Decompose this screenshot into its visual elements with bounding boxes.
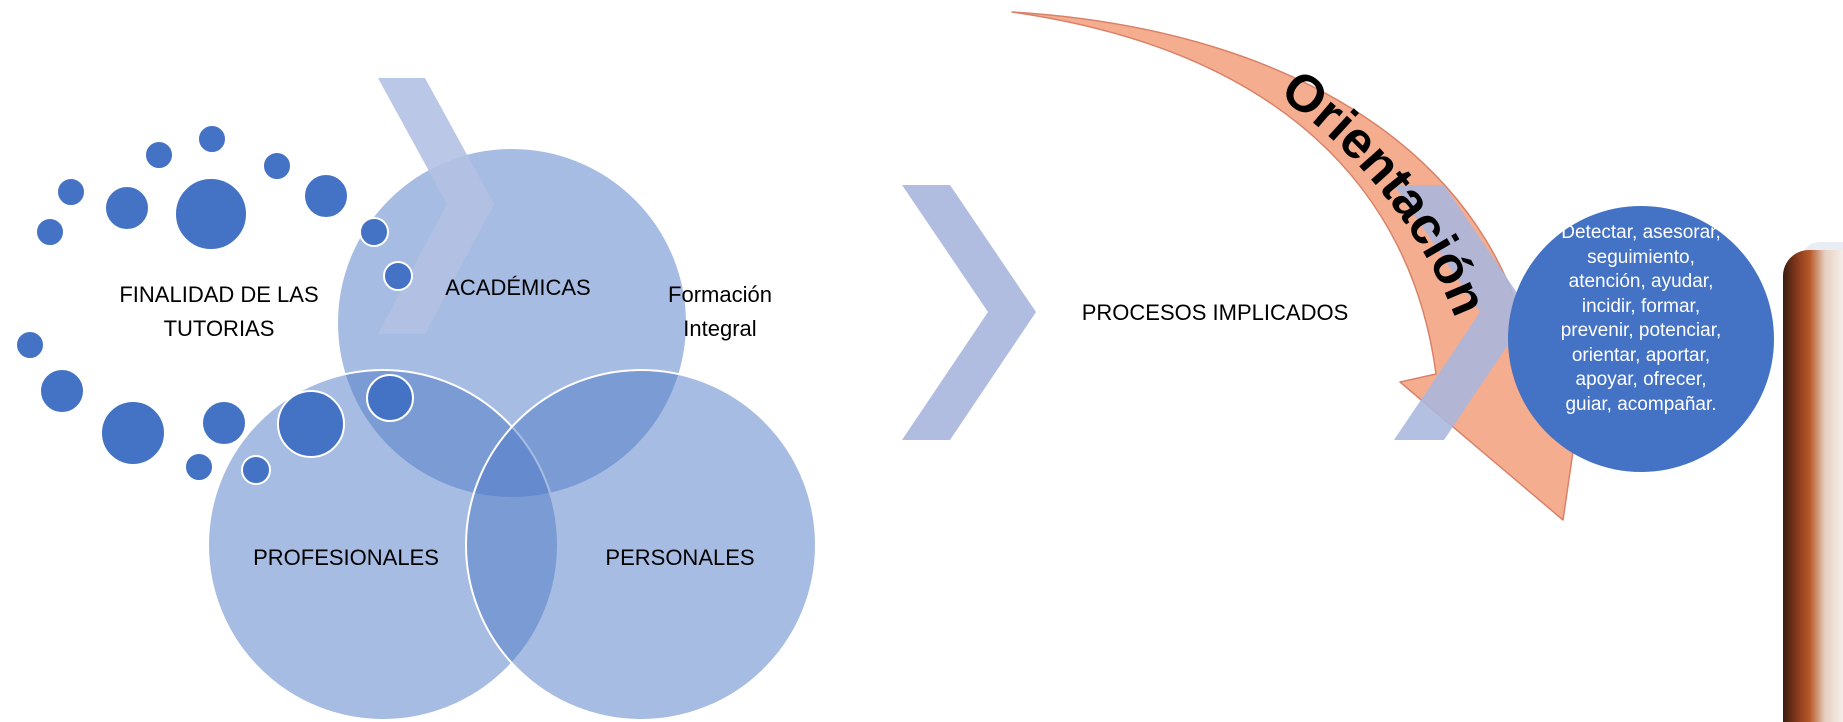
bubble xyxy=(262,151,292,181)
bubble xyxy=(174,177,248,251)
bubble xyxy=(197,124,227,154)
action-line: guiar, acompañar. xyxy=(1565,393,1717,415)
finalidad-line-2: TUTORIAS xyxy=(163,316,275,341)
action-line: seguimiento, xyxy=(1587,246,1695,268)
bubble xyxy=(303,173,349,219)
orientation-text: Orientación xyxy=(1271,59,1498,323)
formacion-label: Formación Integral xyxy=(640,278,800,346)
action-circle xyxy=(1508,206,1774,472)
finalidad-label: FINALIDAD DE LAS TUTORIAS xyxy=(96,278,342,346)
bubble xyxy=(184,452,214,482)
bubble xyxy=(201,400,247,446)
bubble xyxy=(15,330,45,360)
action-line: atención, ayudar, xyxy=(1568,271,1714,292)
photo-fragment xyxy=(1783,250,1843,722)
personales-label: PERSONALES xyxy=(605,545,755,570)
bubble xyxy=(277,390,345,458)
chevron-shape-left xyxy=(378,78,494,334)
venn-diagram xyxy=(207,147,817,721)
action-line: incidir, formar, xyxy=(1581,295,1701,317)
bubble xyxy=(359,217,389,247)
bubble xyxy=(104,185,150,231)
venn-circle-personales xyxy=(465,369,817,721)
chevron-shape-middle xyxy=(902,185,1036,440)
bubble xyxy=(35,217,65,247)
action-line: orientar, aportar, xyxy=(1571,344,1711,366)
action-circle-text: Detectar, asesorar, seguimiento, atenció… xyxy=(1508,221,1774,417)
formacion-line-2: Integral xyxy=(683,316,757,341)
bubble xyxy=(39,368,85,414)
bubble xyxy=(366,374,414,422)
finalidad-line-1: FINALIDAD DE LAS xyxy=(119,282,319,307)
bubble xyxy=(144,140,174,170)
action-line: prevenir, potenciar, xyxy=(1560,320,1722,341)
action-line: Detectar, asesorar, xyxy=(1561,222,1721,243)
profesionales-label: PROFESIONALES xyxy=(253,545,439,570)
action-line: apoyar, ofrecer, xyxy=(1575,369,1707,390)
formacion-line-1: Formación xyxy=(668,282,772,307)
chevron-shape-right xyxy=(1394,185,1530,440)
academicas-label: ACADÉMICAS xyxy=(445,275,591,300)
bubble xyxy=(383,261,413,291)
bubble xyxy=(100,400,166,466)
bubble-cluster xyxy=(15,124,414,485)
bubble xyxy=(241,455,271,485)
bubble xyxy=(56,177,86,207)
procesos-label: PROCESOS IMPLICADOS xyxy=(1081,300,1349,325)
